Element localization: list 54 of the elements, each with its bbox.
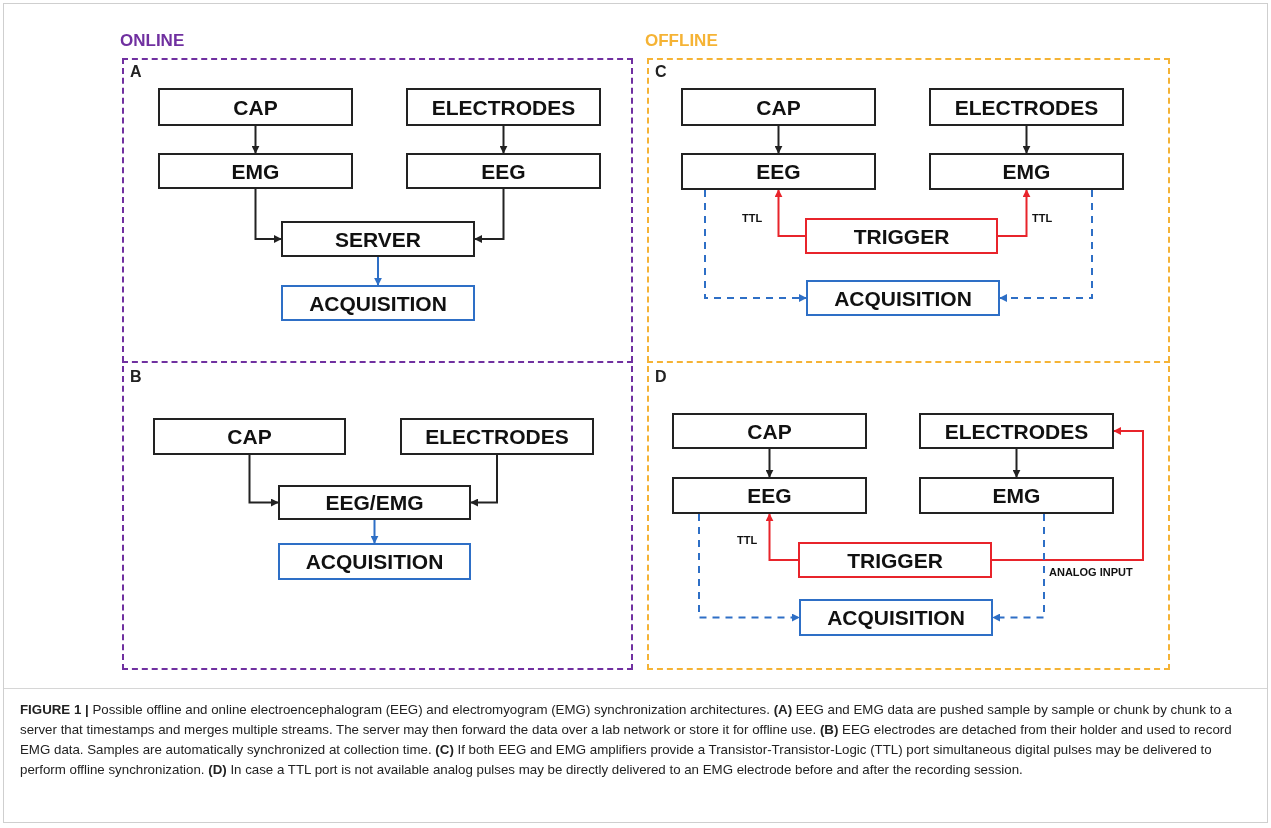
process-box: ACQUISITION [281, 285, 475, 321]
process-box: EEG [672, 477, 867, 514]
process-box: CAP [672, 413, 867, 449]
process-box: TRIGGER [798, 542, 992, 578]
edge-label: TTL [736, 535, 759, 546]
process-box: ELECTRODES [400, 418, 594, 455]
process-box: ACQUISITION [806, 280, 1000, 316]
panel-letter: C [655, 64, 667, 80]
process-box: ACQUISITION [278, 543, 471, 580]
arrow [470, 454, 498, 507]
arrow [248, 454, 279, 507]
arrow [374, 256, 382, 286]
panel-heading: ONLINE [120, 32, 185, 49]
panel-letter: B [130, 369, 142, 385]
process-box: ELECTRODES [929, 88, 1124, 126]
arrow [991, 427, 1144, 561]
arrow [1012, 448, 1021, 478]
process-box: ELECTRODES [406, 88, 601, 126]
arrow [774, 125, 783, 154]
arrow [774, 189, 806, 237]
process-box: ELECTRODES [919, 413, 1114, 449]
panel-group [118, 32, 635, 670]
panel-letter: A [130, 64, 142, 80]
process-box: EMG [929, 153, 1124, 190]
dashed-arrow [992, 513, 1045, 622]
process-box: CAP [681, 88, 876, 126]
process-box: EEG [681, 153, 876, 190]
process-box: EMG [158, 153, 353, 189]
arrow [1022, 125, 1031, 154]
edge-label: TTL [741, 213, 764, 224]
arrow [997, 189, 1031, 237]
figure-caption: FIGURE 1 | Possible offline and online electroencephalogram (EEG) and electromyogram (EMG) synchronization architectures. (A) EEG and EMG data are pushed sample by sample or chunk by chunk to a server that timestamps and merges multiple streams. The server may then forward the data over a lab network or store it for offline use. (B) EEG electrodes are detached from their holder and used to record EMG data. Samples are automatically synchronized at collection time. (C) If both EEG and EMG amplifiers provide a Transistor-Transistor-Logic (TTL) port simultaneous digital pulses may be delivered to perform offline synchronization. (D) In case a TTL port is not available analog pulses may be directly delivered to an EMG electrode before and after the recording session. [20, 701, 1233, 779]
process-box: EMG [919, 477, 1114, 514]
dashed-arrow [999, 189, 1093, 302]
arrow [765, 513, 799, 561]
panel-heading: OFFLINE [645, 32, 718, 49]
arrow [251, 125, 260, 154]
dashed-arrow [704, 189, 807, 302]
edge-label: ANALOG INPUT [1048, 567, 1134, 578]
arrow [499, 125, 508, 154]
process-box: ACQUISITION [799, 599, 993, 636]
process-box: CAP [158, 88, 353, 126]
dashed-arrow [698, 513, 800, 622]
process-box: EEG/EMG [278, 485, 471, 520]
panel-letter: D [655, 369, 667, 385]
edge-label: TTL [1031, 213, 1054, 224]
process-box: EEG [406, 153, 601, 189]
arrow [254, 188, 282, 243]
arrow [765, 448, 774, 478]
arrow [474, 188, 505, 243]
process-box: TRIGGER [805, 218, 998, 254]
process-box: SERVER [281, 221, 475, 257]
arrow [370, 519, 379, 544]
process-box: CAP [153, 418, 346, 455]
